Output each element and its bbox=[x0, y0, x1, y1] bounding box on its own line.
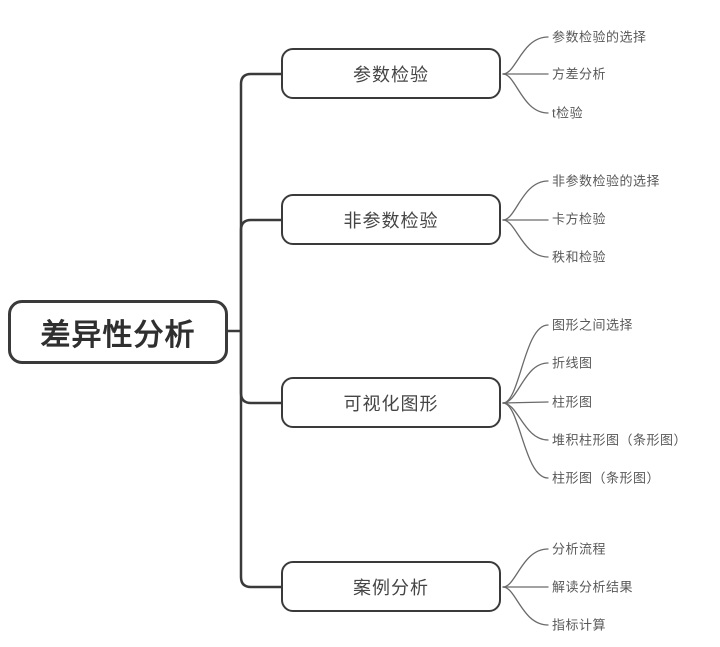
root-node-label: 差异性分析 bbox=[40, 319, 196, 352]
edge-leaf-3-1 bbox=[502, 324, 549, 404]
branch-node-case-analysis[interactable]: 案例分析 bbox=[281, 561, 501, 612]
leaf-node-label[interactable]: 堆积柱形图（条形图） bbox=[552, 432, 688, 448]
edge-leaf-1-3 bbox=[502, 73, 549, 114]
edge-leaf-4-3 bbox=[502, 586, 549, 626]
leaf-node-label[interactable]: 秩和检验 bbox=[552, 249, 607, 265]
leaf-node-label[interactable]: 指标计算 bbox=[552, 617, 607, 633]
branch-node-label: 案例分析 bbox=[353, 577, 429, 598]
root-node[interactable]: 差异性分析 bbox=[8, 300, 228, 364]
edge-trunk-branch-3 bbox=[239, 331, 281, 405]
leaf-node-label[interactable]: 非参数检验的选择 bbox=[552, 173, 661, 189]
edge-trunk-branch-1 bbox=[239, 72, 281, 331]
edge-trunk-branch-4 bbox=[239, 331, 281, 589]
branch-node-label: 非参数检验 bbox=[343, 210, 439, 231]
leaf-node-label[interactable]: 图形之间选择 bbox=[552, 317, 634, 333]
leaf-node-label[interactable]: t检验 bbox=[552, 105, 584, 121]
edge-leaf-3-4 bbox=[502, 402, 549, 441]
branch-node-nonparametric-test[interactable]: 非参数检验 bbox=[281, 194, 501, 245]
edge-leaf-1-1 bbox=[502, 36, 549, 75]
branch-node-label: 参数检验 bbox=[353, 64, 429, 85]
branch-node-visualization[interactable]: 可视化图形 bbox=[281, 377, 501, 428]
leaf-node-label[interactable]: 柱形图（条形图） bbox=[552, 470, 661, 486]
leaf-node-label[interactable]: 分析流程 bbox=[552, 541, 607, 557]
branch-node-label: 可视化图形 bbox=[343, 393, 439, 414]
edge-leaf-3-3 bbox=[502, 401, 549, 404]
leaf-node-label[interactable]: 参数检验的选择 bbox=[552, 29, 647, 45]
leaf-node-label[interactable]: 卡方检验 bbox=[552, 211, 607, 227]
edge-leaf-2-1 bbox=[502, 180, 549, 221]
edge-leaf-3-5 bbox=[502, 402, 549, 479]
edge-leaf-2-3 bbox=[502, 219, 549, 258]
edge-leaf-4-1 bbox=[502, 548, 549, 588]
leaf-node-label[interactable]: 方差分析 bbox=[552, 66, 607, 82]
leaf-node-label[interactable]: 柱形图 bbox=[552, 394, 593, 410]
edge-leaf-3-2 bbox=[502, 362, 549, 404]
edge-trunk-branch-2 bbox=[239, 218, 281, 331]
branch-node-parametric-test[interactable]: 参数检验 bbox=[281, 48, 501, 99]
leaf-node-label[interactable]: 折线图 bbox=[552, 355, 593, 371]
leaf-node-label[interactable]: 解读分析结果 bbox=[552, 579, 634, 595]
